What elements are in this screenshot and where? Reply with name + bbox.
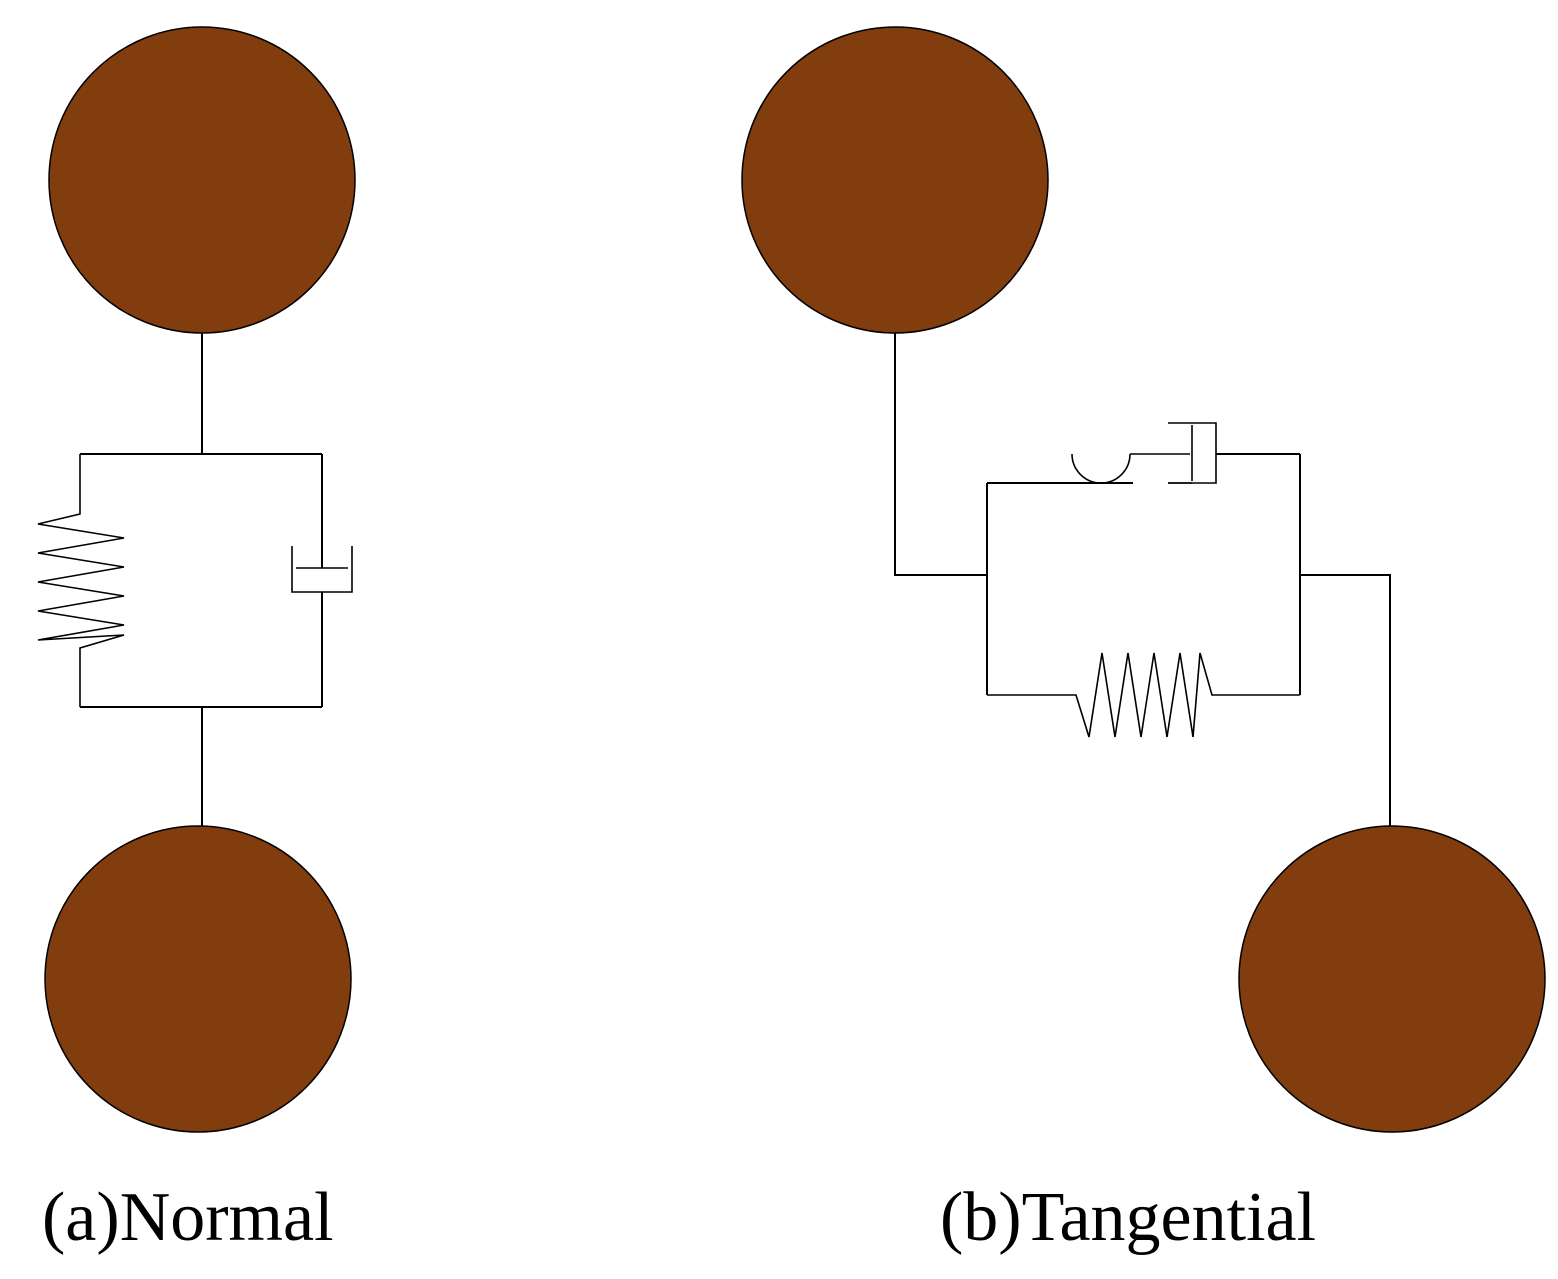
spring-tangential	[987, 652, 1300, 738]
particle-top-normal	[48, 26, 356, 334]
dashpot-normal	[291, 454, 353, 707]
spring-normal	[37, 454, 125, 707]
caption-normal: (a)Normal	[42, 1179, 334, 1256]
panel-tangential: (b)Tangential	[741, 26, 1546, 1256]
wire-bottom-tangential	[1300, 574, 1391, 826]
slider-tangential	[987, 453, 1190, 484]
particle-top-tangential	[741, 26, 1049, 334]
particle-bottom-tangential	[1238, 825, 1546, 1133]
panel-normal: (a)Normal	[37, 26, 356, 1256]
caption-tangential: (b)Tangential	[940, 1179, 1316, 1256]
particle-bottom-normal	[44, 825, 352, 1133]
wire-top-tangential	[894, 333, 987, 576]
dashpot-tangential	[1168, 422, 1300, 484]
